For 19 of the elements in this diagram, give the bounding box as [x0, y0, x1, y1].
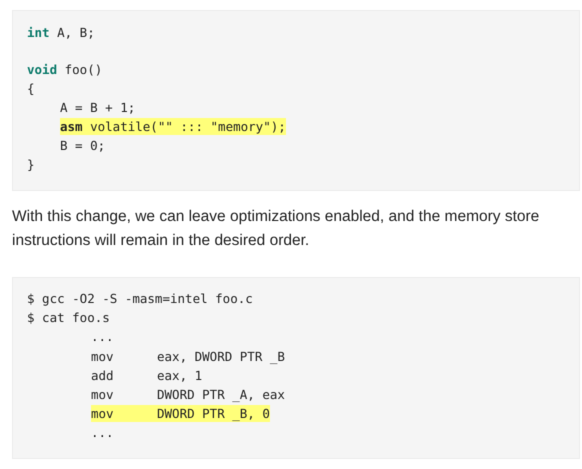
- asm-mnemonic: mov: [91, 405, 157, 422]
- code-line: B = 0;: [60, 137, 106, 154]
- code-line: ...: [91, 424, 114, 441]
- paragraph: With this change, we can leave optimizations enabled, and the memory store instructions will remain in the desired order.: [12, 207, 540, 251]
- shell-command: $ cat foo.s: [27, 309, 110, 326]
- code-line: void foo(): [27, 61, 102, 78]
- asm-operand: eax, DWORD PTR _B: [157, 348, 285, 365]
- asm-operand: DWORD PTR _B, 0: [157, 405, 270, 422]
- code-line: A = B + 1;: [60, 99, 136, 116]
- asm-mnemonic: add: [91, 367, 114, 384]
- code-line: int A, B;: [27, 24, 95, 41]
- code-line: ...: [91, 328, 114, 345]
- asm-mnemonic: mov: [91, 348, 114, 365]
- asm-mnemonic: mov: [91, 386, 114, 403]
- code-line: {: [27, 80, 35, 97]
- asm-operand: DWORD PTR _A, eax: [157, 386, 285, 403]
- code-line: }: [27, 156, 35, 173]
- shell-command: $ gcc -O2 -S -masm=intel foo.c: [27, 290, 253, 307]
- asm-operand: eax, 1: [157, 367, 202, 384]
